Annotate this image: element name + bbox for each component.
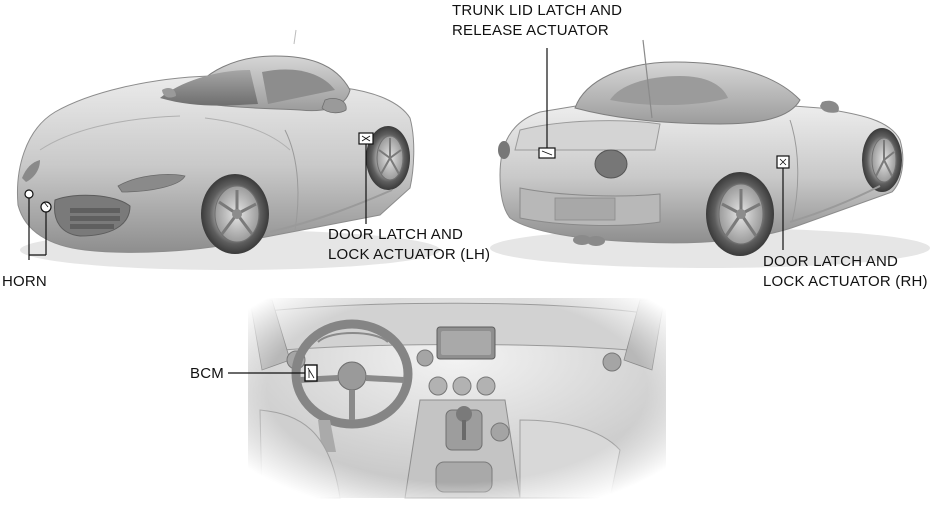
trunk-lid-label: TRUNK LID LATCH AND RELEASE ACTUATOR <box>452 1 622 41</box>
rear-car-illustration <box>490 39 930 268</box>
door-latch-lh-label: DOOR LATCH AND LOCK ACTUATOR (LH) <box>328 225 490 265</box>
door-latch-rh-label: DOOR LATCH AND LOCK ACTUATOR (RH) <box>763 252 928 292</box>
bcm-icon <box>304 364 318 382</box>
door-latch-rh-icon <box>776 155 790 169</box>
trunk-lid-label-line-2: RELEASE ACTUATOR <box>452 22 609 39</box>
trunk-latch-icon <box>538 147 556 159</box>
interior-illustration <box>244 294 670 504</box>
front-car-illustration <box>17 29 440 270</box>
trunk-lid-label-line-1: TRUNK LID LATCH AND <box>452 2 623 19</box>
door-latch-rh-label-line-2: LOCK ACTUATOR (RH) <box>763 273 928 290</box>
horn-label: HORN <box>2 272 47 292</box>
bcm-label: BCM <box>190 364 224 384</box>
door-latch-lh-label-line-2: LOCK ACTUATOR (LH) <box>328 246 491 263</box>
door-latch-rh-label-line-1: DOOR LATCH AND <box>763 253 899 270</box>
bcm-label-text: BCM <box>190 365 224 382</box>
door-latch-lh-icon <box>358 132 374 145</box>
door-latch-lh-label-line-1: DOOR LATCH AND <box>328 226 464 243</box>
horn-label-text: HORN <box>2 273 47 290</box>
